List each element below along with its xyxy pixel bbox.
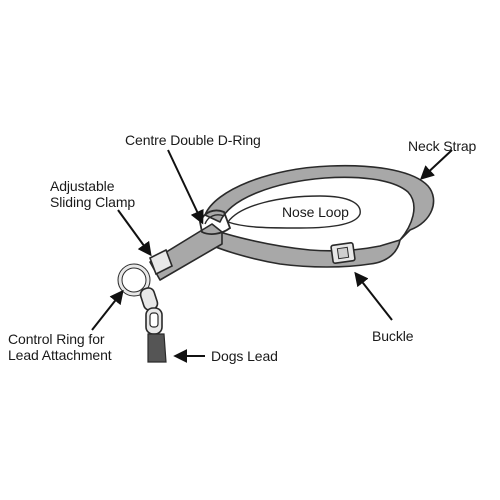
label-nose-loop: Nose Loop [282, 204, 349, 220]
nose-loop-opening [226, 195, 361, 229]
label-dogs-lead: Dogs Lead [211, 348, 278, 364]
sliding-clamp [148, 248, 174, 276]
label-control-ring-line-1: Control Ring for [8, 331, 105, 347]
label-adjustable-line-2: Sliding Clamp [50, 194, 136, 210]
buckle [330, 242, 356, 264]
dogs-lead [147, 333, 167, 363]
label-adjustable-sliding-clamp: Adjustable Sliding Clamp [50, 178, 135, 210]
front-strap [199, 227, 401, 268]
arrow-neck-strap [419, 149, 453, 180]
d-ring-centre [199, 209, 232, 235]
arrow-centre-d-ring [167, 149, 204, 225]
label-neck-strap: Neck Strap [408, 138, 477, 154]
label-centre-d-ring: Centre Double D-Ring [125, 132, 261, 148]
snap-hook [139, 287, 163, 335]
label-control-ring-line-2: Lead Attachment [8, 347, 112, 363]
label-buckle: Buckle [372, 328, 414, 344]
arrow-clamp [117, 209, 152, 257]
arrow-buckle [354, 271, 393, 321]
label-control-ring: Control Ring for Lead Attachment [8, 331, 112, 363]
control-ring [117, 263, 151, 297]
label-adjustable-line-1: Adjustable [50, 178, 115, 194]
arrow-control-ring [91, 289, 124, 331]
neck-strap [204, 164, 435, 241]
